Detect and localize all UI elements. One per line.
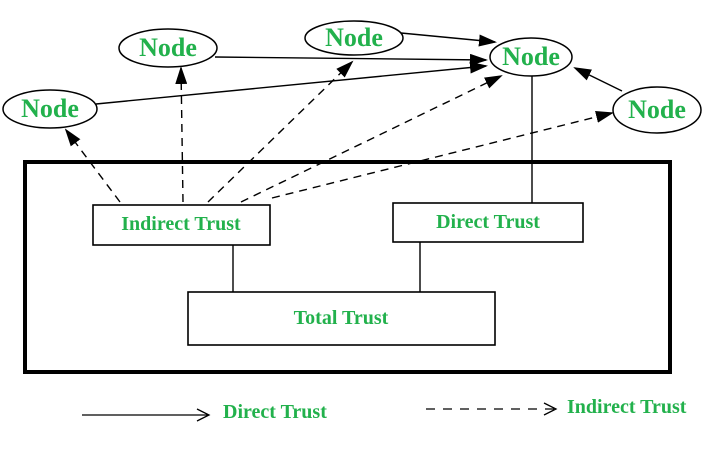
indirect-arrow-to-far-left-node [64, 128, 121, 203]
total-trust-box-label: Total Trust [294, 307, 389, 329]
legend: Direct Trust Indirect Trust [82, 396, 687, 423]
node-label-far-left: Node [21, 94, 79, 123]
indirect-arrow-to-top-right-node [240, 75, 503, 203]
direct-trust-box-label: Direct Trust [436, 211, 540, 233]
node-ellipse-right [612, 86, 702, 134]
node-ellipse-far-left [2, 89, 98, 129]
total-trust-box [187, 291, 496, 346]
node-label-top-left: Node [139, 33, 197, 62]
legend-direct-trust-label: Direct Trust [223, 401, 327, 423]
node-ellipse-top-left [118, 28, 218, 68]
node-ellipse-top-right [489, 37, 573, 77]
direct-trust-box [392, 202, 584, 243]
node-label-top-center: Node [325, 23, 383, 52]
indirect-arrow-to-top-center-node [207, 60, 354, 203]
indirect-trust-box-label: Indirect Trust [121, 213, 241, 235]
direct-arrow-far-left-to-top-right [95, 61, 488, 105]
direct-arrow-top-center-to-top-right [400, 32, 497, 47]
outer-boundary-box [23, 160, 672, 374]
node-label-top-right: Node [502, 42, 560, 71]
node-ellipse-top-center [304, 20, 404, 56]
indirect-arrow-to-top-left-node [175, 66, 188, 203]
direct-arrow-right-to-top-right [573, 67, 623, 92]
legend-indirect-trust-label: Indirect Trust [567, 396, 687, 418]
indirect-arrow-to-right-node [271, 111, 614, 199]
indirect-trust-box [92, 204, 271, 246]
direct-arrow-top-left-to-top-right [214, 53, 488, 66]
node-label-right: Node [628, 95, 686, 124]
